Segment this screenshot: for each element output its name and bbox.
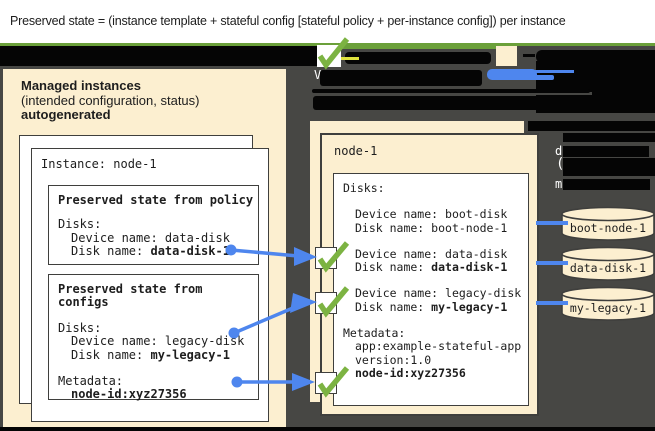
title-bar: Preserved state = (instance template + s… [0, 0, 655, 43]
instance-title: Instance: node-1 [41, 157, 157, 171]
vm-card: node-1 Disks: Device name: boot-disk Dis… [320, 133, 539, 416]
preserved-state-configs-box: Preserved state from configs Disks: Devi… [48, 274, 259, 402]
disk-entry: Device name: legacy-disk Disk name: my-l… [343, 287, 528, 314]
disk-name-line: Disk name: boot-node-1 [355, 220, 508, 235]
redacted-bar [536, 50, 655, 63]
redacted-text-line [563, 179, 650, 190]
panel-heading: Managed instances (intended configuratio… [21, 78, 200, 123]
cylinder-icon [561, 286, 655, 321]
disk-cylinder-legacy: my-legacy-1 [560, 286, 655, 321]
vm-disks-box: Disks: Device name: boot-disk Disk name:… [333, 173, 529, 406]
glyph-fragment: V [314, 68, 322, 82]
redacted-bar [528, 121, 655, 131]
glyph-fragment: m [555, 177, 563, 191]
device-name-line: Device name: legacy-disk [71, 334, 245, 349]
preserved-state-policy-box: Preserved state from policy Disks: Devic… [48, 185, 259, 265]
cylinder-icon [561, 206, 655, 241]
disks-label: Disks: [343, 181, 385, 195]
disk-name-line: Disk name: my-legacy-1 [355, 299, 508, 314]
disk-cylinder-data: data-disk-1 [560, 246, 655, 281]
disk-entry: Device name: data-disk Disk name: data-d… [343, 246, 528, 275]
box-title: Preserved state from configs [58, 282, 203, 310]
redacted-gap-line [536, 92, 592, 95]
metadata-label: Metadata: [58, 374, 124, 389]
title-divider [0, 43, 655, 46]
glyph-fragment: d [555, 144, 563, 158]
redacted-green-bar [330, 44, 496, 49]
metadata-section: Metadata: app:example-stateful-app versi… [343, 326, 528, 380]
redacted-text-line [563, 133, 655, 142]
disk-label: data-disk-1 [569, 261, 647, 275]
redacted-bar [0, 46, 317, 66]
device-name-line: Device name: legacy-disk [355, 286, 522, 301]
disk-entry: Device name: boot-disk Disk name: boot-n… [343, 208, 528, 235]
device-name-line: Device name: data-disk [71, 230, 230, 245]
checkmark-icon [317, 366, 350, 398]
redacted-line [312, 89, 590, 93]
metadata-line: version:1.0 [355, 352, 432, 367]
disk-cylinder-boot: boot-node-1 [560, 206, 655, 241]
checkbox-data-disk [315, 241, 350, 273]
checkmark-icon [317, 37, 350, 70]
checkmark-icon [317, 286, 350, 318]
checkbox-node-id [315, 366, 350, 398]
redacted-blue-line [523, 75, 554, 80]
vm-name: node-1 [334, 144, 378, 158]
heading-line: Managed instances [21, 78, 141, 93]
checkmark-icon [317, 241, 350, 273]
checkbox-top [317, 37, 350, 70]
disk-name-line: Disk name: my-legacy-1 [71, 347, 230, 362]
small-cream-node [496, 46, 517, 66]
cylinder-icon [561, 246, 655, 281]
redacted-dash [523, 54, 535, 57]
redacted-blue-scribble [487, 69, 537, 80]
disk-name-line: Disk name: data-disk-1 [71, 244, 230, 259]
disk-name-line: Disk name: data-disk-1 [355, 260, 508, 275]
instance-card: Instance: node-1 Preserved state from po… [31, 148, 269, 422]
redacted-yellow-mark [341, 57, 359, 60]
redacted-text-line [563, 158, 655, 176]
glyph-fragment: ( [556, 156, 565, 172]
redacted-bottom-strip [0, 427, 655, 431]
disks-label: Disks: [58, 320, 102, 335]
metadata-value: node-id:xyz27356 [355, 365, 466, 380]
heading-line: autogenerated [21, 107, 111, 122]
heading-line: (intended configuration, status) [21, 92, 200, 108]
checkbox-legacy-disk [315, 286, 350, 318]
disk-label: boot-node-1 [569, 221, 647, 235]
device-name-line: Device name: boot-disk [355, 207, 508, 222]
redacted-text-line [563, 146, 649, 157]
box-title: Preserved state from policy [58, 193, 254, 207]
redacted-bar [313, 96, 655, 110]
redacted-bar [345, 52, 491, 64]
disk-label: my-legacy-1 [569, 301, 647, 315]
page-title: Preserved state = (instance template + s… [10, 14, 566, 28]
redacted-blue-line [530, 70, 574, 73]
metadata-label: Metadata: [343, 326, 406, 341]
managed-instances-panel: Managed instances (intended configuratio… [3, 69, 286, 427]
metadata-value: node-id:xyz27356 [71, 387, 187, 402]
disks-label: Disks: [58, 217, 102, 232]
metadata-line: app:example-stateful-app [355, 339, 522, 354]
device-name-line: Device name: data-disk [355, 246, 508, 261]
redacted-bar [320, 70, 482, 86]
